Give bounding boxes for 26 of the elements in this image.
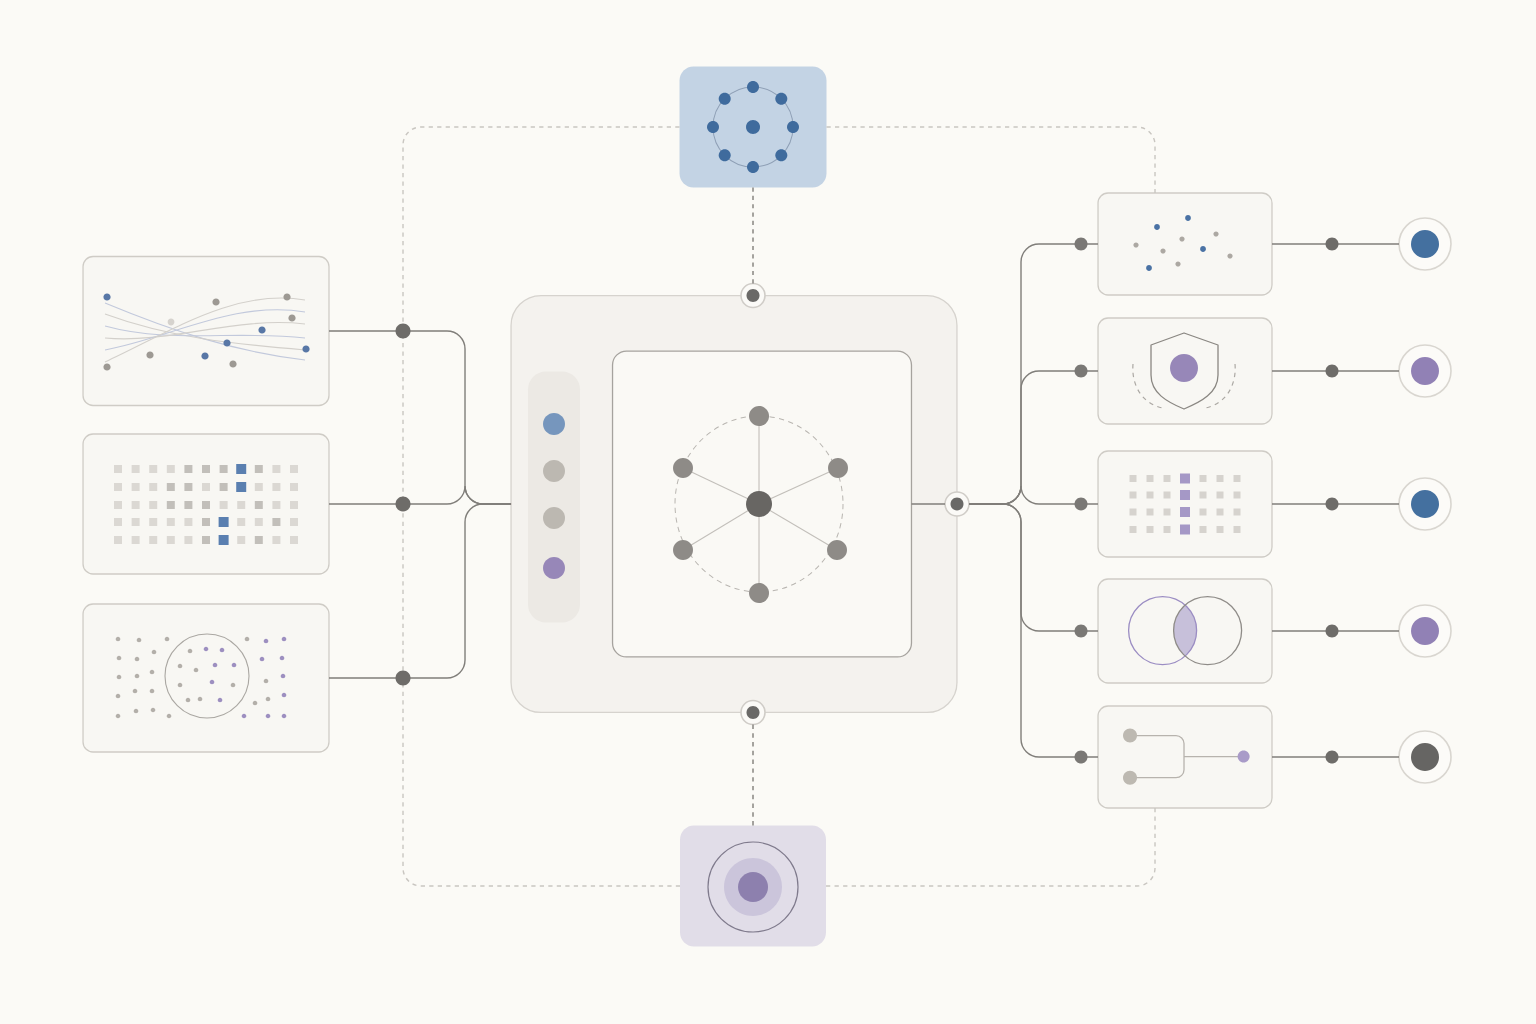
port-ring [740, 282, 766, 309]
output-circle [1398, 604, 1452, 658]
output-circle [1398, 217, 1452, 271]
dashed-connector [825, 807, 1156, 887]
port-ring [740, 699, 766, 726]
dashed-connector [825, 126, 1156, 194]
dashed-connector [402, 126, 681, 887]
image-card [82, 603, 330, 753]
connector-line [1271, 243, 1400, 245]
connector-line [1271, 503, 1400, 505]
dashed-connector [752, 186, 754, 285]
output-circle [1398, 730, 1452, 784]
image-card [1097, 578, 1273, 684]
image-card [1097, 192, 1273, 296]
connector-line [968, 503, 1099, 758]
image-card [1097, 450, 1273, 558]
connector-line [1271, 756, 1400, 758]
image-card [1097, 317, 1273, 425]
dashed-connector [752, 723, 754, 827]
connector-line [1271, 630, 1400, 632]
image-card [1097, 705, 1273, 809]
connector-line [910, 503, 946, 505]
connector-line [1271, 370, 1400, 372]
output-circle [1398, 344, 1452, 398]
output-circle [1398, 477, 1452, 531]
connector-line [328, 503, 512, 679]
